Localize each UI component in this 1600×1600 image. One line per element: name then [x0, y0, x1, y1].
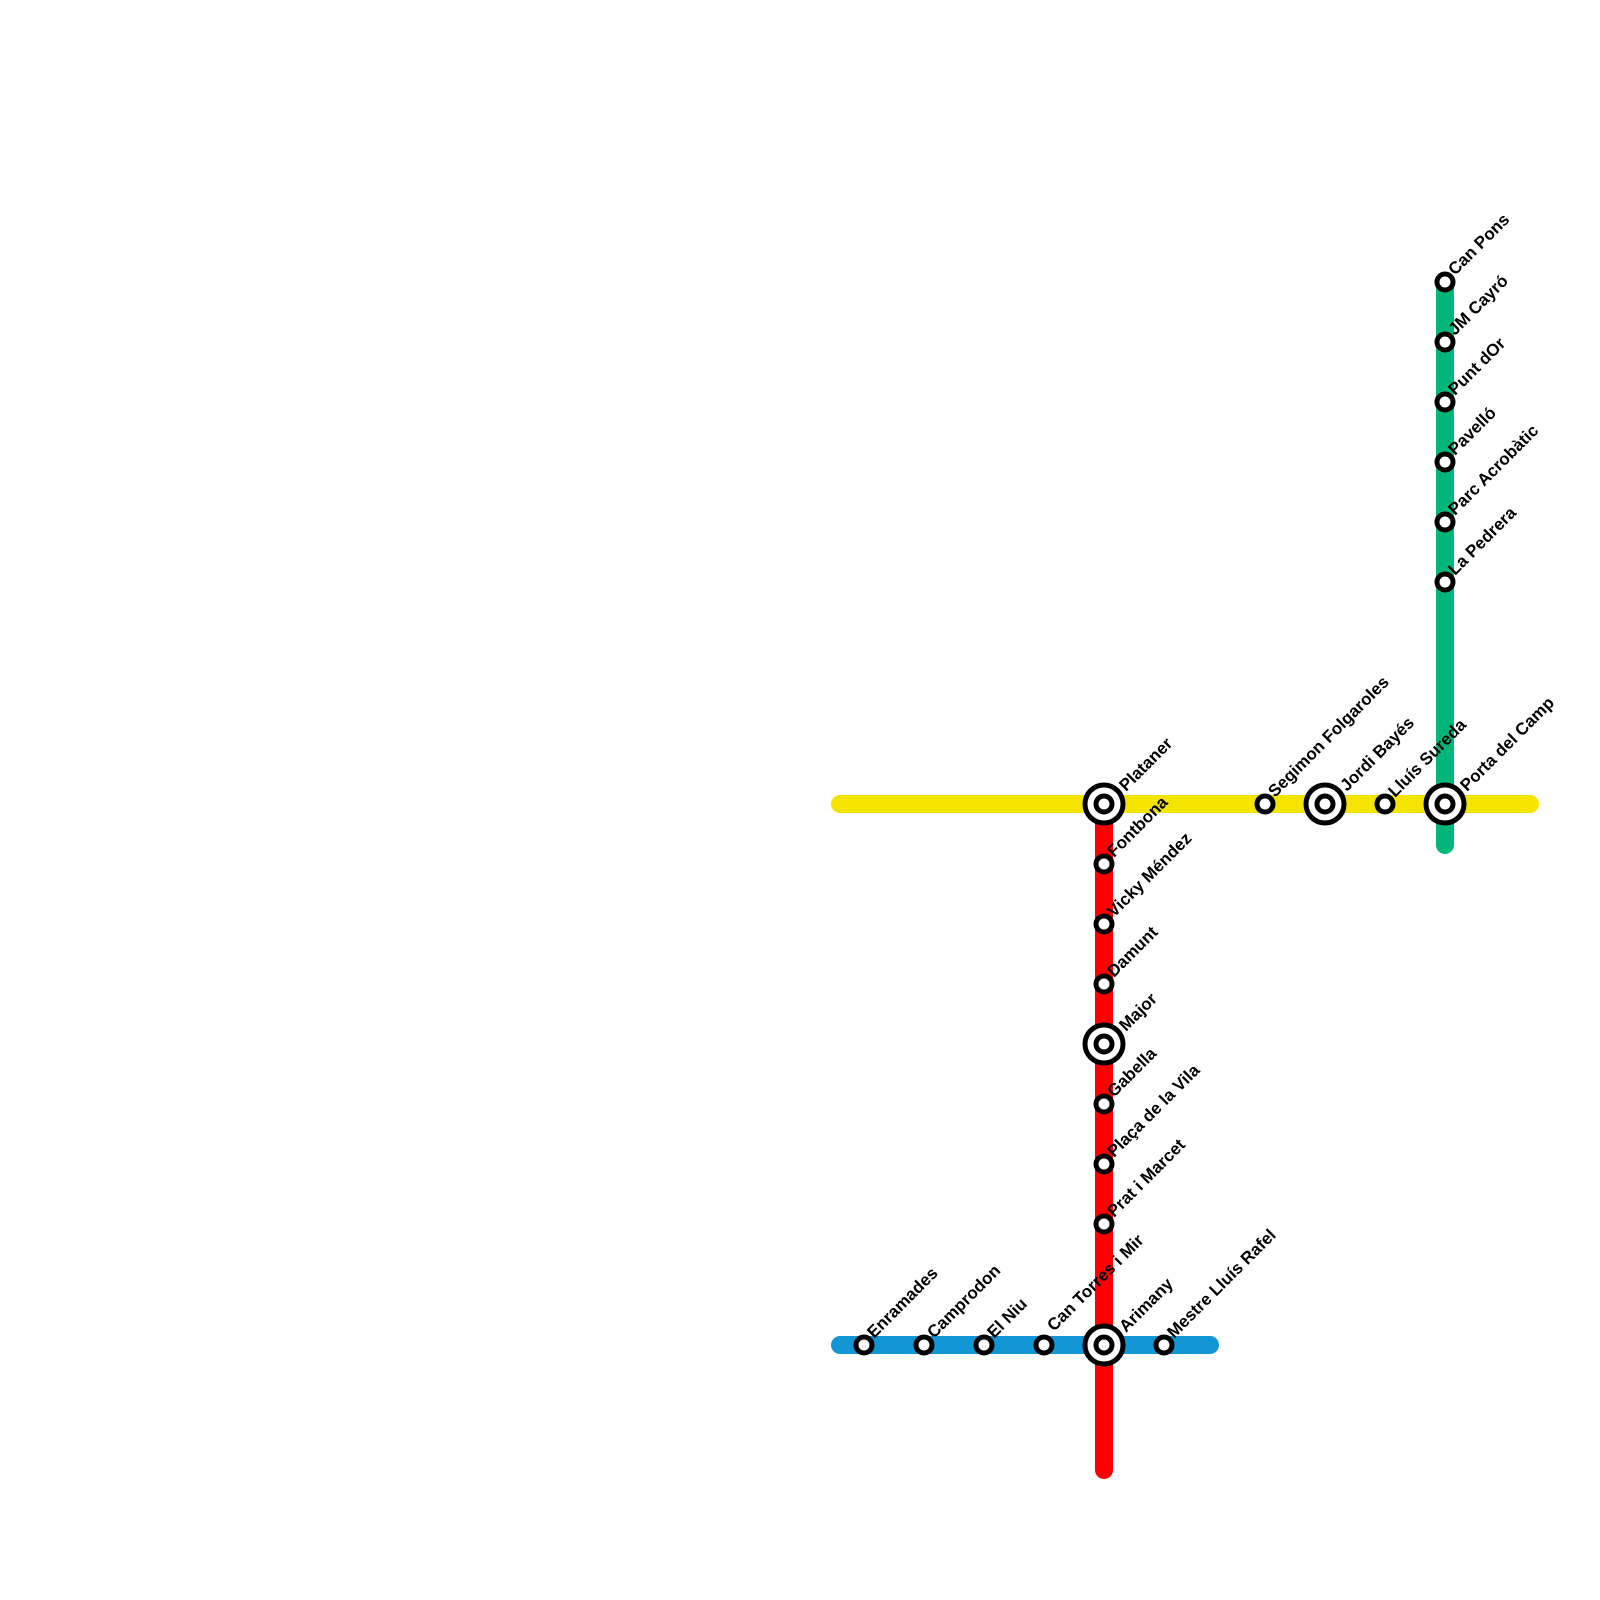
stop-marker	[1434, 331, 1456, 353]
station-label-can-pons[interactable]: Can Pons	[1444, 210, 1513, 279]
station-label-porta-del-camp[interactable]: Porta del Camp	[1456, 693, 1558, 795]
stop-marker	[913, 1334, 935, 1356]
interchange-inner-marker	[1314, 793, 1336, 815]
stop-marker	[1033, 1334, 1055, 1356]
station-porta-del-camp[interactable]	[1423, 782, 1467, 826]
station-mestre-lluis-rafel[interactable]	[1153, 1334, 1175, 1356]
station-prat-i-marcet[interactable]	[1093, 1213, 1115, 1235]
stop-marker	[1093, 913, 1115, 935]
station-label-el-niu[interactable]: El Niu	[983, 1294, 1030, 1341]
stop-marker	[1434, 271, 1456, 293]
stop-marker	[1434, 451, 1456, 473]
stop-marker	[853, 1334, 875, 1356]
station-el-niu[interactable]	[973, 1334, 995, 1356]
station-label-plataner[interactable]: Plataner	[1115, 734, 1176, 795]
interchange-inner-marker	[1093, 1033, 1115, 1055]
station-camprodon[interactable]	[913, 1334, 935, 1356]
station-can-pons[interactable]	[1434, 271, 1456, 293]
station-arimany[interactable]	[1082, 1323, 1126, 1367]
station-plataner[interactable]	[1082, 782, 1126, 826]
station-fontbona[interactable]	[1093, 853, 1115, 875]
stop-marker	[1153, 1334, 1175, 1356]
station-vicky-mendez[interactable]	[1093, 913, 1115, 935]
stop-marker	[1093, 1213, 1115, 1235]
station-label-mestre-lluis-rafel[interactable]: Mestre Lluís Rafel	[1163, 1226, 1279, 1342]
station-pavello[interactable]	[1434, 451, 1456, 473]
station-enramades[interactable]	[853, 1334, 875, 1356]
station-major[interactable]	[1082, 1022, 1126, 1066]
stop-marker	[973, 1334, 995, 1356]
interchange-inner-marker	[1093, 1334, 1115, 1356]
stations-layer	[853, 271, 1467, 1367]
stop-marker	[1093, 853, 1115, 875]
stop-marker	[1254, 793, 1276, 815]
station-label-segimon-folgaroles[interactable]: Segimon Folgaroles	[1264, 672, 1392, 800]
station-jordi-bayes[interactable]	[1303, 782, 1347, 826]
stop-marker	[1434, 391, 1456, 413]
station-placa-de-la-vila[interactable]	[1093, 1153, 1115, 1175]
station-gabella[interactable]	[1093, 1093, 1115, 1115]
station-label-major[interactable]: Major	[1115, 989, 1161, 1035]
stop-marker	[1093, 1093, 1115, 1115]
interchange-inner-marker	[1434, 793, 1456, 815]
station-jm-cayro[interactable]	[1434, 331, 1456, 353]
stop-marker	[1093, 1153, 1115, 1175]
station-damunt[interactable]	[1093, 973, 1115, 995]
stop-marker	[1434, 571, 1456, 593]
station-parc-acrobatic[interactable]	[1434, 511, 1456, 533]
station-segimon-folgaroles[interactable]	[1254, 793, 1276, 815]
station-punt-dor[interactable]	[1434, 391, 1456, 413]
station-lluis-sureda[interactable]	[1374, 793, 1396, 815]
lines-layer	[831, 273, 1539, 1479]
station-la-pedrera[interactable]	[1434, 571, 1456, 593]
station-can-torres-i-mir[interactable]	[1033, 1334, 1055, 1356]
stop-marker	[1434, 511, 1456, 533]
stop-marker	[1093, 973, 1115, 995]
stop-marker	[1374, 793, 1396, 815]
interchange-inner-marker	[1093, 793, 1115, 815]
